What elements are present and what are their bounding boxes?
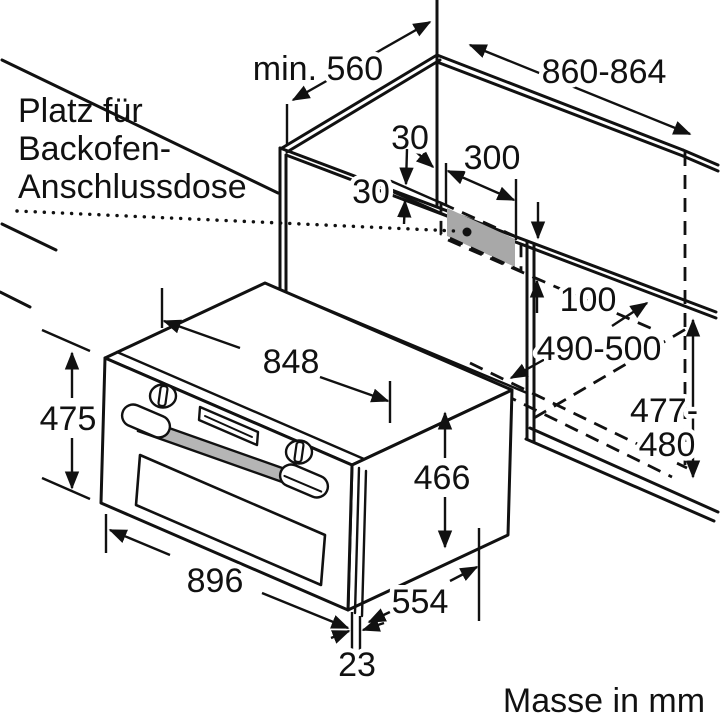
dim-oven-depth: 554 bbox=[367, 528, 481, 626]
dim-label-oven-height: 475 bbox=[40, 400, 97, 438]
oven-knob-left bbox=[148, 383, 178, 409]
oven-knob-right bbox=[284, 439, 314, 465]
dim-label-socket-offset-bottom: 30 bbox=[352, 173, 390, 211]
dim-niche-depth: 490-500 bbox=[509, 301, 666, 380]
dim-niche-width: 860-864 bbox=[468, 43, 692, 136]
dim-label-socket-width: 300 bbox=[464, 139, 521, 177]
dim-label-oven-depth: 554 bbox=[392, 583, 449, 621]
socket-zone-bottom-edge bbox=[391, 190, 452, 219]
oven-door-window bbox=[134, 453, 327, 587]
base-cabinet-bottom-edge bbox=[528, 426, 720, 514]
dim-socket-width: 300 bbox=[444, 135, 525, 240]
dim-socket-clearance: 100 bbox=[529, 202, 621, 324]
dim-label-socket-clearance: 100 bbox=[560, 281, 617, 319]
oven-handle-right-cap bbox=[278, 463, 330, 499]
socket-point-dot bbox=[462, 227, 472, 237]
oven-top-front-step-line bbox=[115, 350, 366, 461]
dim-socket-offset-top: 30 bbox=[387, 115, 435, 169]
dim-label-oven-top-width: 848 bbox=[263, 343, 320, 381]
units-note: Masse in mm bbox=[503, 682, 705, 719]
hidden-niche-shelf-edge bbox=[447, 238, 656, 332]
wall-edge-mid-left bbox=[0, 222, 58, 252]
dim-oven-width: 896 bbox=[104, 514, 354, 655]
socket-area-fill bbox=[447, 208, 515, 267]
annotation-line-2: Backofen- bbox=[18, 130, 171, 168]
dim-label-oven-width: 896 bbox=[187, 562, 244, 600]
hidden-niche-floor-edge bbox=[469, 361, 688, 470]
dim-label-door-thickness: 23 bbox=[338, 646, 376, 684]
worktop-back-edge-ext-inner bbox=[681, 154, 720, 173]
dim-oven-height: 475 bbox=[35, 328, 101, 501]
dim-top-depth: min. 560 bbox=[248, 20, 432, 145]
dim-label-niche-width: 860-864 bbox=[542, 53, 667, 91]
dim-socket-offset-bottom: 30 bbox=[348, 148, 414, 225]
annotation-leader-dotted bbox=[15, 209, 457, 233]
base-cabinet-bottom-edge-inner bbox=[524, 437, 716, 523]
dim-label-niche-height-1: 477- bbox=[630, 392, 698, 430]
oven bbox=[99, 281, 514, 618]
dim-door-thickness: 23 bbox=[330, 616, 385, 689]
annotation-line-3: Anschlussdose bbox=[18, 168, 247, 206]
worktop-back-edge-ext bbox=[681, 148, 720, 167]
socket-area-outline bbox=[439, 200, 523, 274]
oven-display bbox=[197, 405, 260, 447]
oven-door-edge-line-2 bbox=[360, 469, 368, 618]
wall-edge-top-left bbox=[0, 58, 280, 195]
hidden-niche-floor-edge-inner bbox=[461, 372, 673, 479]
hidden-niche-depth-edge bbox=[533, 327, 687, 420]
dim-niche-height: 477- 480 bbox=[625, 318, 703, 479]
dim-oven-side-height: 466 bbox=[409, 411, 475, 549]
room-wall-lines bbox=[0, 58, 280, 309]
oven-door-edge-line bbox=[353, 466, 361, 615]
worktop-front-edge bbox=[278, 146, 718, 314]
dim-label-top-depth: min. 560 bbox=[253, 50, 383, 88]
dim-oven-top-width: 848 bbox=[160, 288, 392, 423]
wall-edge-lower-left bbox=[0, 290, 32, 309]
annotation: Platz für Backofen- Anschlussdose bbox=[18, 92, 247, 206]
dim-label-socket-offset-top: 30 bbox=[391, 119, 429, 157]
oven-handle-left-cap bbox=[120, 403, 172, 439]
dim-label-oven-side-height: 466 bbox=[414, 459, 471, 497]
dimensions: min. 560 860-864 30 30 300 bbox=[35, 20, 703, 689]
annotation-line-1: Platz für bbox=[18, 92, 143, 130]
dim-label-niche-height-2: 480 bbox=[639, 426, 696, 464]
dim-label-niche-depth: 490-500 bbox=[537, 330, 662, 368]
